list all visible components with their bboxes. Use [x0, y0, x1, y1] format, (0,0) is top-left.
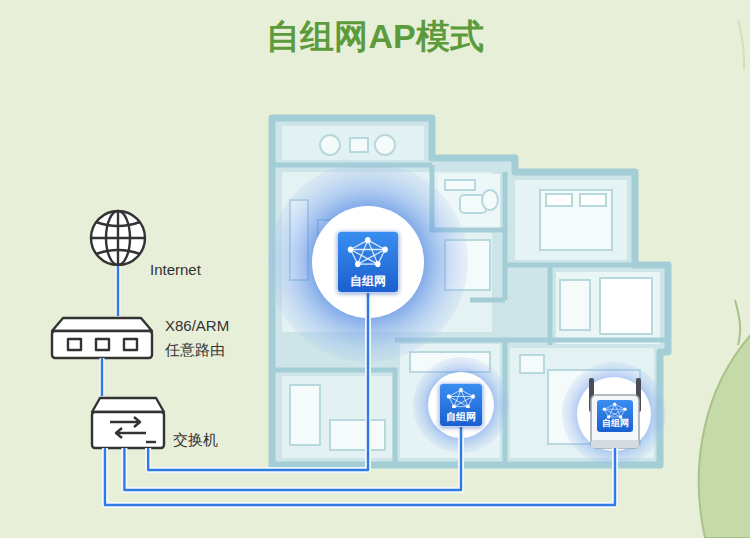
mesh-dot [459, 387, 463, 391]
mesh-link [368, 240, 378, 264]
switch-node: 交换机 [92, 396, 164, 448]
ap-text-wrap: 自组网 [597, 412, 633, 430]
router-device [589, 378, 641, 448]
ethernet-cable [124, 427, 461, 490]
mesh-dot [365, 237, 370, 243]
cable-outline [116, 266, 121, 316]
internet-node: Internet [90, 210, 146, 266]
mesh-dot [624, 407, 627, 410]
switch-icon [92, 398, 164, 448]
mesh-link [368, 240, 385, 249]
mesh-link [358, 240, 368, 264]
node-label: 交换机 [173, 428, 218, 452]
diagram-title: 自组网AP模式 [0, 16, 750, 56]
cable-outline [100, 358, 105, 396]
ethernet-cable [102, 358, 103, 396]
mesh-link [449, 389, 461, 396]
leaf-decoration [699, 20, 750, 538]
mesh-dot [452, 404, 456, 408]
cable-line [117, 266, 119, 316]
mesh-link [615, 404, 625, 409]
cable-outline [148, 293, 368, 470]
mesh-link [454, 406, 468, 407]
mesh-dot [375, 261, 380, 267]
mesh-link [461, 389, 468, 406]
mesh-dot [613, 402, 616, 405]
router-icon [52, 318, 152, 358]
mesh-glyph [445, 387, 477, 409]
node-label: X86/ARM 任意路由 [165, 314, 247, 362]
mesh-link [605, 409, 626, 410]
mesh-dot [471, 394, 475, 398]
signal-halo [268, 162, 666, 466]
ap-text-wrap: 自组网 [440, 406, 482, 424]
mesh-link [351, 248, 386, 249]
router-node: X86/ARM 任意路由 [52, 316, 152, 358]
cable-outline [124, 427, 461, 490]
mesh-dot [348, 246, 353, 252]
ap-text-wrap: 自组网 [338, 271, 398, 289]
mesh-dot [466, 404, 470, 408]
mesh-link [454, 396, 473, 406]
mesh-link [351, 240, 368, 249]
ethernet-cable [148, 293, 368, 470]
mesh-link [609, 409, 625, 417]
ap-node: 自组网 [439, 383, 483, 427]
device-screen: 自组网 [597, 400, 633, 432]
ap-label: 自组网 [446, 411, 476, 423]
mesh-link [351, 249, 378, 264]
mesh-dot [603, 407, 606, 410]
mesh-link [609, 416, 621, 417]
mesh-link [615, 404, 621, 417]
mesh-dot [383, 246, 388, 252]
node-label: Internet [150, 258, 201, 282]
cable-line [101, 358, 103, 396]
mesh-dot [447, 394, 451, 398]
ap-node: 自组网 [337, 231, 399, 293]
cable-line [105, 448, 615, 505]
internet-globe [91, 211, 145, 265]
mesh-link [609, 404, 615, 417]
mesh-glyph [345, 236, 391, 267]
mesh-link [454, 389, 461, 406]
mesh-dot [355, 261, 360, 267]
cable-outline [105, 448, 615, 505]
mesh-dot [619, 415, 622, 418]
mesh-link [461, 389, 473, 396]
ap-label: 自组网 [350, 275, 386, 289]
ap-device-node: 自组网 [589, 395, 641, 448]
mesh-link [605, 409, 621, 417]
ap-label: 自组网 [602, 418, 629, 428]
ethernet-cable [105, 448, 615, 505]
ethernet-cable [118, 266, 119, 316]
mesh-link [449, 396, 468, 406]
mesh-link [358, 263, 378, 264]
mesh-dot [607, 415, 610, 418]
mesh-link [449, 395, 473, 396]
cable-line [148, 293, 368, 470]
mesh-link [358, 249, 385, 264]
mesh-glyph [601, 402, 628, 419]
mesh-link [605, 404, 615, 409]
cable-line [124, 427, 461, 490]
